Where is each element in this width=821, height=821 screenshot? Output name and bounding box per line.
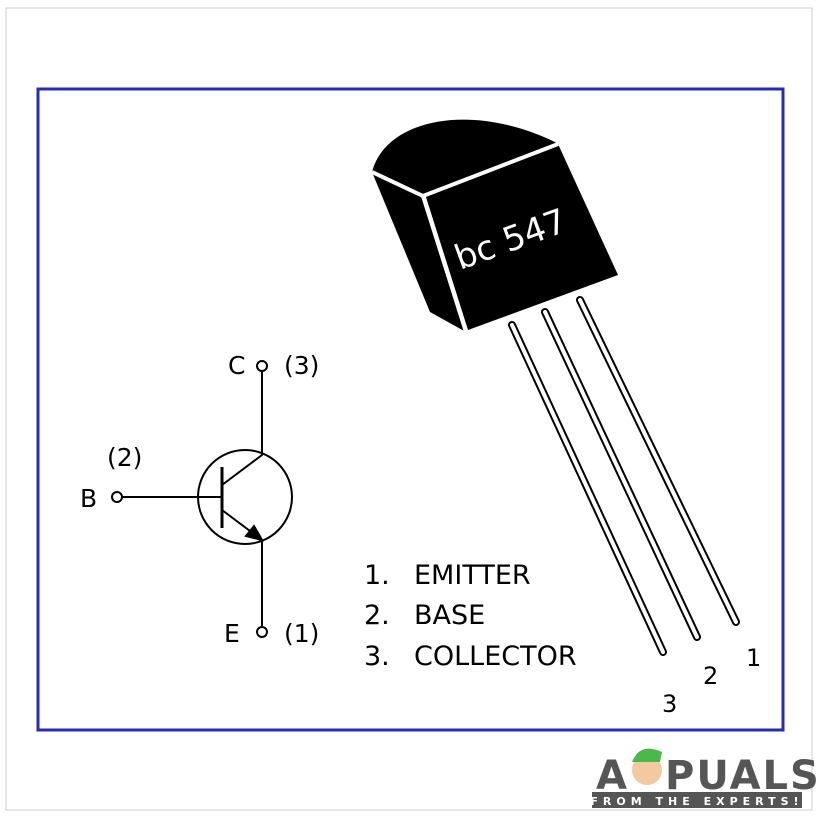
legend-num: 1. — [364, 560, 390, 591]
legend-name: COLLECTOR — [414, 641, 577, 672]
pin-legend: 1. EMITTER 2. BASE 3. COLLECTOR — [364, 560, 577, 672]
legend-num: 2. — [364, 600, 390, 631]
body-side — [372, 172, 466, 332]
logo-brand-rest: PUALS — [665, 753, 821, 799]
emitter-terminal — [256, 626, 268, 638]
legend-name: EMITTER — [414, 560, 531, 591]
mascot-icon — [632, 755, 662, 785]
logo-brand: A — [596, 753, 629, 799]
transistor-body: bc 547 — [371, 119, 618, 333]
appuals-logo: A PUALS FROM THE EXPERTS! — [590, 748, 821, 808]
collector-pin: (3) — [284, 351, 319, 380]
legend-name: BASE — [414, 600, 485, 631]
body-top — [372, 119, 557, 196]
pin-numbers: 1 2 3 — [662, 644, 761, 718]
logo-tagline: FROM THE EXPERTS! — [590, 795, 803, 808]
body-front — [425, 144, 618, 330]
base-terminal — [111, 491, 123, 503]
transistor-symbol — [111, 360, 293, 638]
transistor-leads — [508, 296, 740, 656]
legend-num: 3. — [364, 641, 390, 672]
pin-number-3: 3 — [662, 690, 677, 718]
collector-terminal — [256, 360, 268, 372]
base-label: B — [80, 484, 97, 513]
pin-number-1: 1 — [746, 644, 761, 672]
emitter-label: E — [224, 619, 240, 648]
collector-label: C — [228, 351, 245, 380]
emitter-pin: (1) — [284, 619, 319, 648]
base-pin: (2) — [107, 443, 142, 472]
pin-number-2: 2 — [703, 662, 718, 690]
